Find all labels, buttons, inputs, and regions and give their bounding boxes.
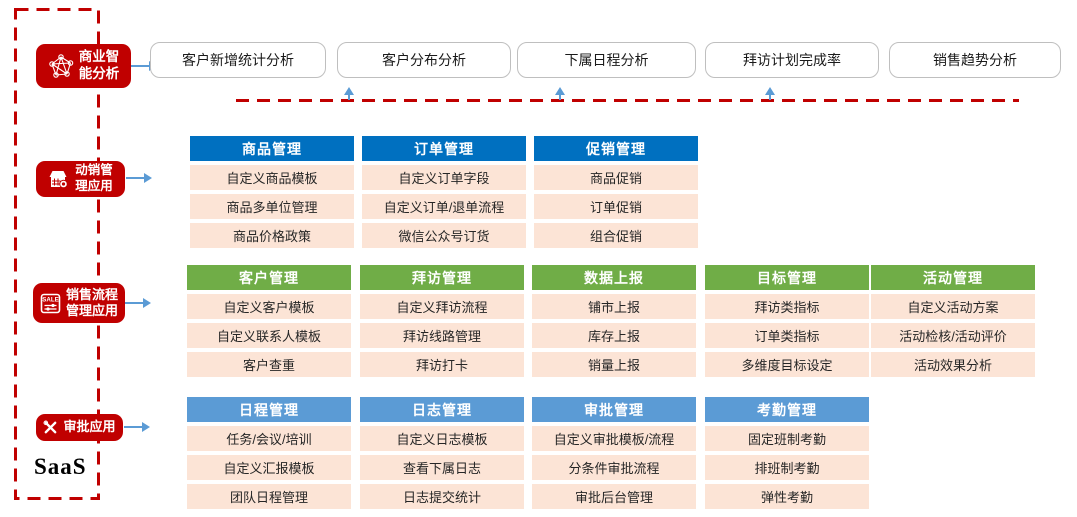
bi-analysis-box-label: 拜访计划完成率 — [743, 52, 841, 68]
column-header: 考勤管理 — [705, 397, 869, 422]
feature-cell: 拜访线路管理 — [360, 323, 524, 348]
feature-cell: 自定义日志模板 — [360, 426, 524, 451]
feature-column: 数据上报 铺市上报 库存上报 销量上报 — [532, 265, 696, 377]
feature-column: 日程管理 任务/会议/培训 自定义汇报模板 团队日程管理 — [187, 397, 351, 509]
feature-cell: 销量上报 — [532, 352, 696, 377]
feature-column: 目标管理 拜访类指标 订单类指标 多维度目标设定 — [705, 265, 869, 377]
crossed-tools-icon — [44, 420, 57, 434]
feature-cell: 自定义汇报模板 — [187, 455, 351, 480]
module-label-line: 管理应用 — [65, 303, 118, 318]
column-header: 订单管理 — [362, 136, 526, 161]
sidebar-module-sales-management: 动销管 理应用 — [36, 161, 125, 197]
feature-cell: 商品价格政策 — [190, 223, 354, 248]
column-header: 审批管理 — [532, 397, 696, 422]
feature-cell: 团队日程管理 — [187, 484, 351, 509]
feature-cell: 订单促销 — [534, 194, 698, 219]
bi-analysis-box-label: 客户新增统计分析 — [182, 52, 294, 68]
feature-column: 订单管理 自定义订单字段 自定义订单/退单流程 微信公众号订货 — [362, 136, 526, 248]
column-header: 日程管理 — [187, 397, 351, 422]
bi-analysis-box: 下属日程分析 — [517, 42, 696, 78]
feature-cell: 活动效果分析 — [871, 352, 1035, 377]
sidebar-module-approval: 审批应用 — [36, 414, 123, 441]
feature-cell: 自定义活动方案 — [871, 294, 1035, 319]
svg-text:SALE: SALE — [42, 296, 59, 303]
column-header: 拜访管理 — [360, 265, 524, 290]
column-header: 日志管理 — [360, 397, 524, 422]
feature-cell: 自定义拜访流程 — [360, 294, 524, 319]
module-label-line: 动销管 — [75, 163, 113, 178]
feature-cell: 分条件审批流程 — [532, 455, 696, 480]
bi-analysis-box: 客户分布分析 — [337, 42, 511, 78]
feature-column: 拜访管理 自定义拜访流程 拜访线路管理 拜访打卡 — [360, 265, 524, 377]
feature-cell: 客户查重 — [187, 352, 351, 377]
module-label-line: 销售流程 — [65, 286, 118, 302]
feature-cell: 组合促销 — [534, 223, 698, 248]
saas-label: SaaS — [34, 454, 87, 479]
arrow-right-icon — [125, 298, 151, 308]
feature-cell: 拜访打卡 — [360, 352, 524, 377]
column-header: 客户管理 — [187, 265, 351, 290]
feature-cell: 自定义客户模板 — [187, 294, 351, 319]
feature-cell: 自定义订单字段 — [362, 165, 526, 190]
feature-column: 审批管理 自定义审批模板/流程 分条件审批流程 审批后台管理 — [532, 397, 696, 509]
sidebar-module-sales-process: SALE 销售流程 管理应用 — [33, 283, 125, 323]
sale-tag-icon: SALE — [40, 293, 61, 313]
feature-cell: 自定义订单/退单流程 — [362, 194, 526, 219]
feature-cell: 自定义审批模板/流程 — [532, 426, 696, 451]
feature-cell: 商品促销 — [534, 165, 698, 190]
feature-cell: 微信公众号订货 — [362, 223, 526, 248]
arrow-right-icon — [124, 422, 150, 432]
feature-cell: 拜访类指标 — [705, 294, 869, 319]
bi-analysis-box: 客户新增统计分析 — [150, 42, 326, 78]
column-header: 活动管理 — [871, 265, 1035, 290]
module-label-line: 理应用 — [75, 179, 113, 193]
store-icon — [49, 170, 69, 188]
column-header: 促销管理 — [534, 136, 698, 161]
module-label-line: 商业智 — [78, 49, 120, 65]
column-header: 商品管理 — [190, 136, 354, 161]
feature-cell: 活动检核/活动评价 — [871, 323, 1035, 348]
arrow-up-icon — [555, 87, 565, 100]
bi-analysis-box-label: 销售趋势分析 — [933, 52, 1017, 68]
feature-column: 促销管理 商品促销 订单促销 组合促销 — [534, 136, 698, 248]
bi-analysis-box: 拜访计划完成率 — [705, 42, 879, 78]
feature-cell: 自定义商品模板 — [190, 165, 354, 190]
feature-cell: 固定班制考勤 — [705, 426, 869, 451]
feature-column: 商品管理 自定义商品模板 商品多单位管理 商品价格政策 — [190, 136, 354, 248]
bi-analysis-box-label: 客户分布分析 — [382, 52, 466, 68]
network-graph-icon — [48, 54, 73, 78]
module-label-line: 能分析 — [78, 66, 120, 81]
arrow-up-icon — [765, 87, 775, 100]
feature-cell: 订单类指标 — [705, 323, 869, 348]
column-header: 数据上报 — [532, 265, 696, 290]
feature-column: 活动管理 自定义活动方案 活动检核/活动评价 活动效果分析 — [871, 265, 1035, 377]
feature-cell: 自定义联系人模板 — [187, 323, 351, 348]
column-header: 目标管理 — [705, 265, 869, 290]
arrow-right-icon — [126, 173, 152, 183]
feature-column: 日志管理 自定义日志模板 查看下属日志 日志提交统计 — [360, 397, 524, 509]
module-label-line: 审批应用 — [63, 419, 116, 435]
bi-analysis-box: 销售趋势分析 — [889, 42, 1061, 78]
feature-cell: 查看下属日志 — [360, 455, 524, 480]
sidebar-module-bi-analysis: 商业智 能分析 — [36, 44, 131, 88]
feature-cell: 弹性考勤 — [705, 484, 869, 509]
feature-cell: 多维度目标设定 — [705, 352, 869, 377]
feature-cell: 库存上报 — [532, 323, 696, 348]
feature-column: 考勤管理 固定班制考勤 排班制考勤 弹性考勤 — [705, 397, 869, 509]
bi-analysis-box-label: 下属日程分析 — [564, 52, 649, 68]
feature-column: 客户管理 自定义客户模板 自定义联系人模板 客户查重 — [187, 265, 351, 377]
feature-cell: 审批后台管理 — [532, 484, 696, 509]
feature-cell: 排班制考勤 — [705, 455, 869, 480]
feature-cell: 商品多单位管理 — [190, 194, 354, 219]
feature-cell: 铺市上报 — [532, 294, 696, 319]
feature-cell: 日志提交统计 — [360, 484, 524, 509]
arrow-up-icon — [344, 87, 354, 100]
feature-cell: 任务/会议/培训 — [187, 426, 351, 451]
